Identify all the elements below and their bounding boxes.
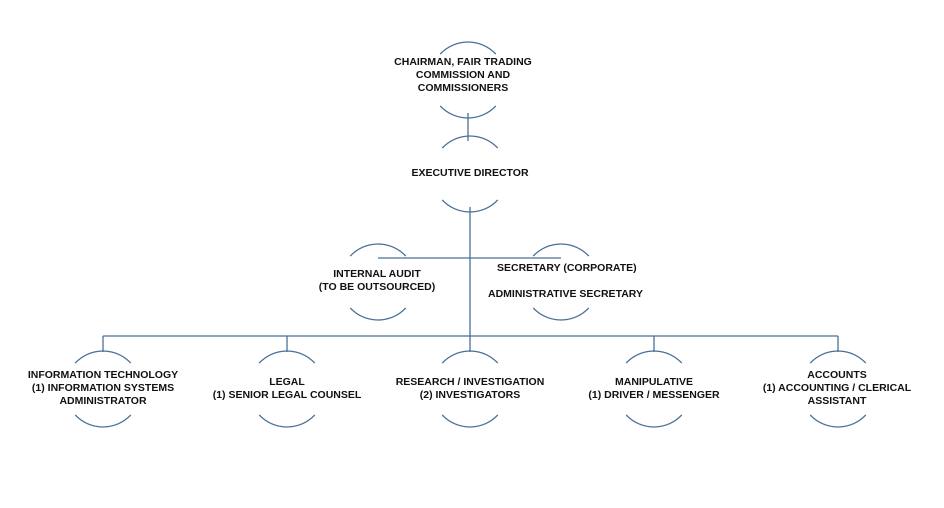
node-research [441, 350, 499, 428]
node-chairman [439, 41, 497, 119]
node-manipulative [625, 350, 683, 428]
connector-lines [102, 113, 839, 352]
node-accounts-bottom-arc [809, 414, 867, 428]
node-chairman-top-arc [439, 41, 497, 55]
node-research-top-arc [441, 350, 499, 364]
node-accounts-label: ACCOUNTS (1) ACCOUNTING / CLERICAL ASSIS… [762, 369, 912, 407]
node-information-technology [74, 350, 132, 428]
node-research-bottom-arc [441, 414, 499, 428]
node-executive-director-label: EXECUTIVE DIRECTOR [411, 167, 529, 179]
node-information-technology-top-arc [74, 350, 132, 364]
node-information-technology-label: INFORMATION TECHNOLOGY (1) INFORMATION S… [27, 369, 179, 407]
node-chairman-label: CHAIRMAN, FAIR TRADING COMMISSION AND CO… [394, 56, 532, 94]
node-shapes [74, 41, 867, 428]
node-manipulative-label: MANIPULATIVE (1) DRIVER / MESSENGER [588, 376, 720, 401]
node-internal-audit-top-arc [349, 243, 407, 257]
node-secretary-bottom-arc [532, 307, 590, 321]
node-executive-director [441, 135, 499, 213]
node-accounts [809, 350, 867, 428]
node-manipulative-bottom-arc [625, 414, 683, 428]
node-internal-audit [349, 243, 407, 321]
node-manipulative-top-arc [625, 350, 683, 364]
node-legal-top-arc [258, 350, 316, 364]
node-secretary-label: SECRETARY (CORPORATE) ADMINISTRATIVE SEC… [488, 262, 643, 300]
node-secretary-top-arc [532, 243, 590, 257]
node-research-label: RESEARCH / INVESTIGATION (2) INVESTIGATO… [395, 376, 545, 401]
node-executive-director-top-arc [441, 135, 499, 149]
node-legal [258, 350, 316, 428]
node-accounts-top-arc [809, 350, 867, 364]
node-executive-director-bottom-arc [441, 199, 499, 213]
node-information-technology-bottom-arc [74, 414, 132, 428]
node-chairman-bottom-arc [439, 105, 497, 119]
node-internal-audit-label: INTERNAL AUDIT (TO BE OUTSOURCED) [318, 268, 436, 293]
node-legal-bottom-arc [258, 414, 316, 428]
node-secretary [532, 243, 590, 321]
node-internal-audit-bottom-arc [349, 307, 407, 321]
node-legal-label: LEGAL (1) SENIOR LEGAL COUNSEL [212, 376, 362, 401]
